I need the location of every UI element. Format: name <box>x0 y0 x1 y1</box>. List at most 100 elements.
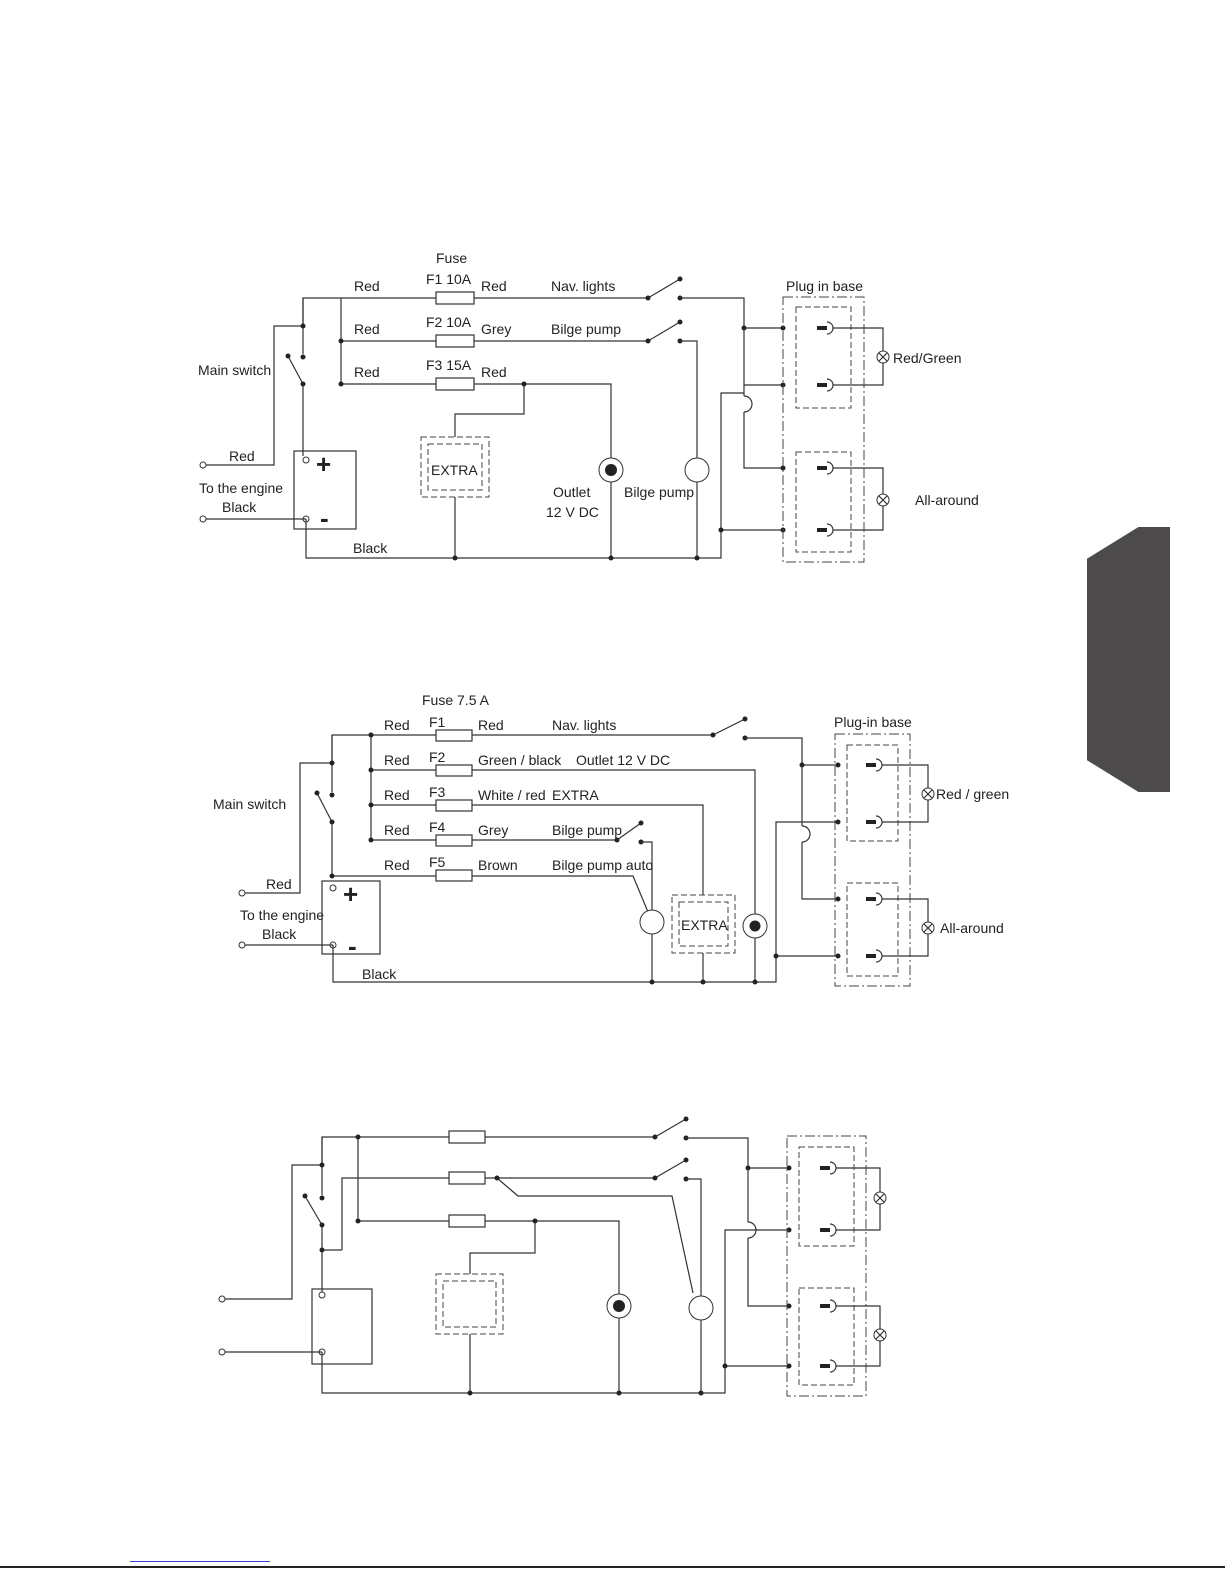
plug-bottom-pins <box>866 892 883 963</box>
outlet-voltage-label: 12 V DC <box>546 504 599 520</box>
lamp-red-green-wire <box>836 1167 881 1231</box>
fuse-label-f5: F5 <box>429 854 446 870</box>
fuse-title: Fuse <box>436 250 467 266</box>
extra-feed-wire <box>454 384 525 437</box>
plug-base-frame <box>786 1135 867 1397</box>
junction <box>355 1134 361 1140</box>
junction <box>645 295 651 301</box>
junction <box>718 527 724 533</box>
bilge-pump-icon <box>684 457 710 483</box>
junction <box>835 819 841 825</box>
plug-base-label: Plug in base <box>786 278 863 294</box>
to-engine-label: To the engine <box>240 907 324 923</box>
wire-color-label: Grey <box>478 822 508 838</box>
lamp-red-green-label: Red/Green <box>893 350 961 366</box>
lamp-red-green-icon <box>876 350 890 364</box>
outlet-feed-wire <box>472 769 756 916</box>
junction <box>608 555 614 561</box>
lamp-red-green-icon <box>921 787 935 801</box>
junction <box>742 716 748 722</box>
fuse-title: Fuse 7.5 A <box>422 692 490 708</box>
plug-bottom-upper-wire <box>801 842 838 900</box>
junction <box>532 1218 538 1224</box>
junction <box>368 767 374 773</box>
junction <box>700 979 706 985</box>
plug-top-pins <box>820 1161 837 1237</box>
lamp-all-around-icon <box>873 1328 887 1342</box>
wire-crossover <box>801 825 811 843</box>
lamp-all-around-wire <box>836 1305 881 1367</box>
battery-red-label: Red <box>266 876 292 892</box>
nav-lights-switch <box>712 718 746 736</box>
fuse-label-f3: F3 15A <box>426 357 472 373</box>
ground-riser-wire <box>775 821 802 956</box>
junction <box>329 819 335 825</box>
ground-black-label: Black <box>362 966 397 982</box>
plug-base-label: Plug-in base <box>834 714 912 730</box>
extra-box-outer <box>435 1273 504 1335</box>
plug-base-frame <box>834 733 911 987</box>
extra-box-inner <box>678 901 729 947</box>
wire-color-label: Red <box>354 364 380 380</box>
f2-feed-wire <box>341 1177 450 1250</box>
junction <box>338 338 344 344</box>
plug-base-frame <box>782 296 865 563</box>
bilge-pump-icon <box>688 1295 714 1321</box>
fuse-label-f2: F2 10A <box>426 314 472 330</box>
battery-terminal-positive <box>318 1291 326 1299</box>
junction <box>835 762 841 768</box>
junction <box>786 1363 792 1369</box>
section-tab <box>1087 527 1170 792</box>
plug-bottom-socket <box>798 1287 855 1386</box>
plug-top-pins <box>866 758 883 829</box>
bilge-pump-auto-wire <box>472 875 649 913</box>
plug-top-socket <box>798 1146 855 1247</box>
outlet-socket-icon <box>605 464 617 476</box>
junction <box>368 732 374 738</box>
main-switch-label: Main switch <box>213 796 286 812</box>
plug-bottom-upper-wire <box>747 1238 789 1307</box>
junction <box>302 1193 308 1199</box>
wire-color-label: Red <box>384 752 410 768</box>
ground-bus-wire <box>305 519 783 559</box>
fuse-f2 <box>435 334 475 348</box>
junction <box>786 1303 792 1309</box>
bilge-pump-output-wire <box>641 841 653 910</box>
bilge-pump-switch <box>616 822 642 841</box>
ground-riser-wire <box>724 1229 789 1366</box>
ground-bus-wire <box>332 945 838 983</box>
main-bus-wire <box>222 1136 450 1300</box>
circuit-label-extra: EXTRA <box>552 787 599 803</box>
ground-black-label: Black <box>353 540 388 556</box>
lamp-all-around-label: All-around <box>915 492 979 508</box>
nav-lights-switch <box>654 1118 687 1138</box>
wire-color-label: Green / black <box>478 752 562 768</box>
fuse-label-f3: F3 <box>429 784 446 800</box>
bilge-pump-switch <box>647 321 681 342</box>
junction <box>329 873 335 879</box>
junction <box>314 790 320 796</box>
wire-color-label: Brown <box>478 857 518 873</box>
junction <box>521 381 527 387</box>
junction <box>683 1157 689 1163</box>
junction <box>616 1390 622 1396</box>
to-engine-label: To the engine <box>199 480 283 496</box>
nav-lights-output-wire <box>680 297 783 329</box>
extra-box-outer <box>671 894 736 954</box>
junction <box>786 1165 792 1171</box>
plug-top-lower-wire <box>801 765 838 823</box>
plug-bottom-socket <box>846 882 899 977</box>
extra-label: EXTRA <box>431 462 478 478</box>
engine-terminal <box>199 515 207 523</box>
battery-box <box>321 880 381 955</box>
fuse-f5 <box>435 869 473 882</box>
battery-box <box>293 450 357 530</box>
fuse-f3 <box>448 1214 486 1228</box>
outlet-feed-wire <box>474 383 612 462</box>
nav-lights-switch <box>647 278 681 299</box>
fuse-f2 <box>435 764 473 777</box>
junction <box>835 953 841 959</box>
main-switch-blade <box>316 792 333 823</box>
junction <box>773 953 779 959</box>
wiring-diagram-2: + - Fuse 7.5 A F1 F2 <box>213 692 1009 987</box>
